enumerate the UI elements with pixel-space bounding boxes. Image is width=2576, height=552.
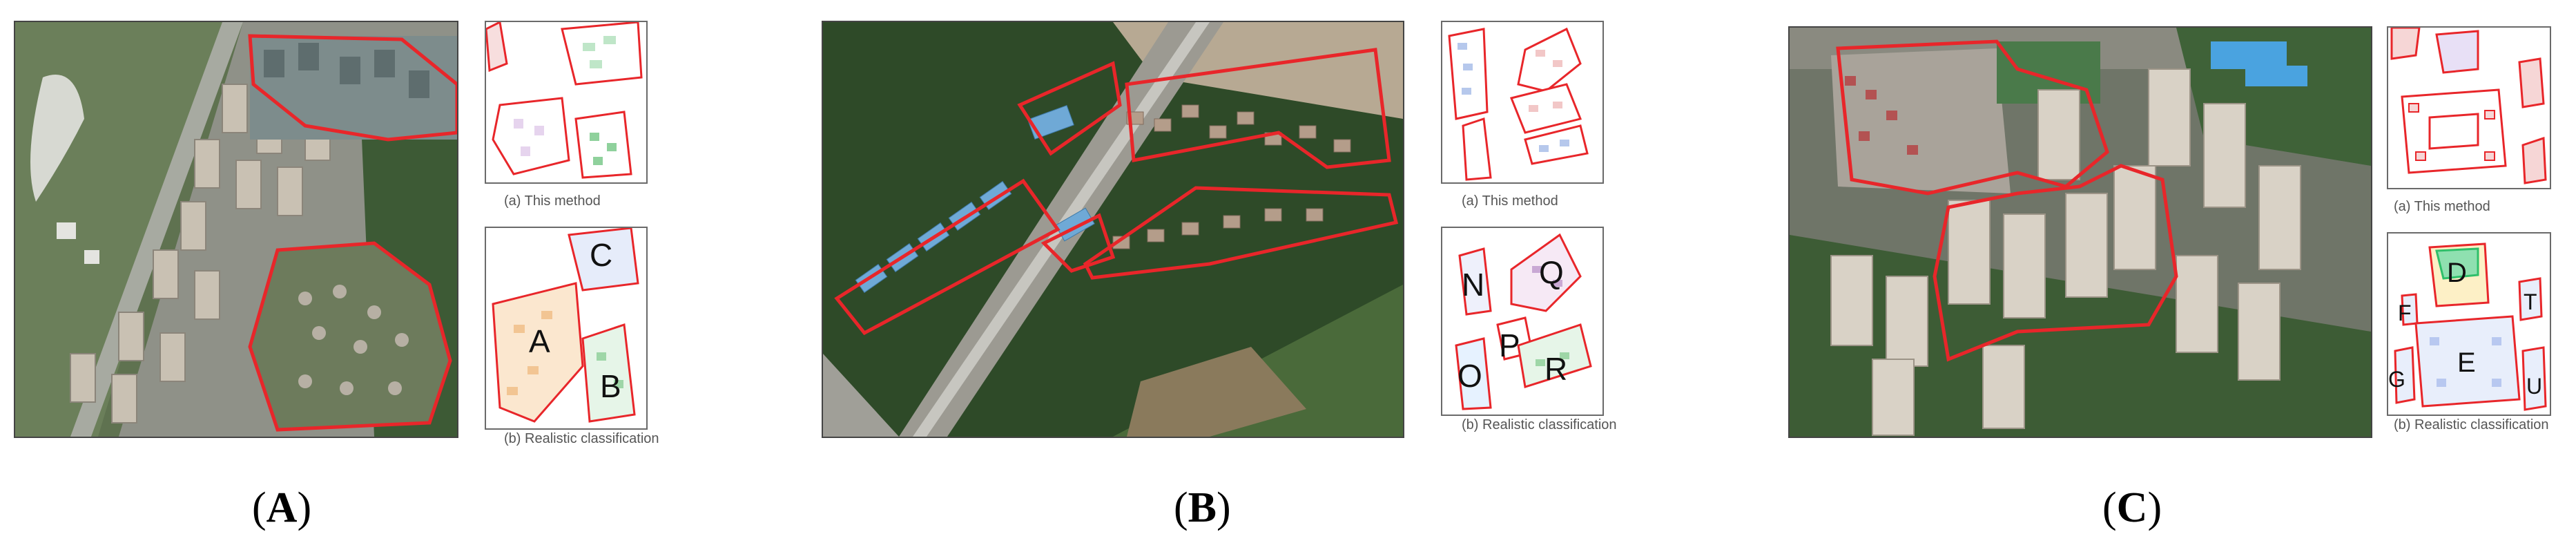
zone-label-b: B [600, 368, 621, 404]
realistic-classification-thumbnail-b: N Q P O R [1441, 227, 1604, 416]
satellite-image-c [1788, 26, 2372, 438]
method-result-thumbnail-c [2387, 26, 2551, 189]
zone-label-q: Q [1539, 254, 1564, 290]
panel-caption-c: (C) [2102, 484, 2162, 531]
zone-label-p: P [1499, 327, 1520, 363]
panel-caption-a: (A) [252, 484, 312, 531]
subcaption-this-method-a: (a) This method [504, 193, 601, 209]
method-result-thumbnail-a [485, 21, 648, 184]
zone-label-n: N [1462, 267, 1484, 303]
zone-label-f: F [2398, 301, 2412, 325]
zone-label-d: D [2447, 258, 2467, 288]
subcaption-realistic-classification-a: (b) Realistic classification [504, 431, 659, 446]
zone-label-c: C [590, 237, 612, 273]
method-result-thumbnail-b [1441, 21, 1604, 184]
satellite-image-a [14, 21, 458, 438]
zone-label-e: E [2457, 348, 2476, 378]
zone-label-r: R [1544, 351, 1567, 387]
subcaption-this-method-b: (a) This method [1462, 193, 1558, 209]
realistic-classification-thumbnail-c: D F T E G U [2387, 232, 2551, 416]
zone-label-o: O [1458, 358, 1482, 394]
realistic-classification-thumbnail-a: C A B [485, 227, 648, 430]
satellite-image-b [822, 21, 1404, 438]
zone-label-a: A [529, 323, 550, 359]
zone-label-u: U [2526, 374, 2542, 399]
panel-caption-b: (B) [1174, 484, 1231, 531]
zone-label-t: T [2524, 289, 2537, 314]
subcaption-realistic-classification-c: (b) Realistic classification [2394, 417, 2549, 432]
zone-label-g: G [2388, 367, 2405, 392]
subcaption-this-method-c: (a) This method [2394, 199, 2490, 214]
subcaption-realistic-classification-b: (b) Realistic classification [1462, 417, 1617, 432]
